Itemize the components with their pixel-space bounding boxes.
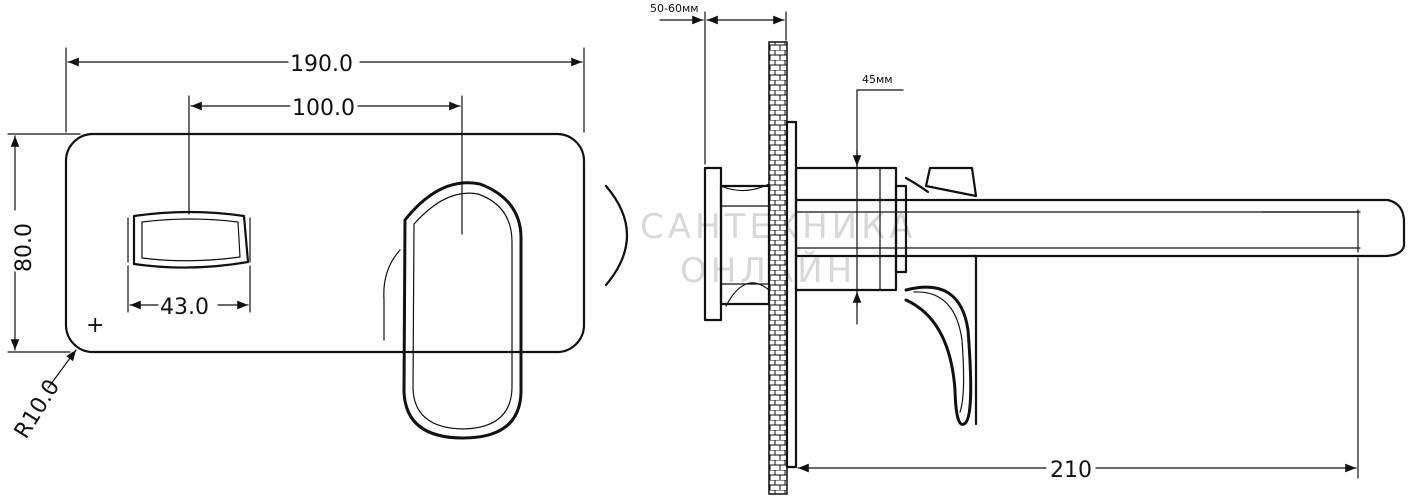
dim-height: 80.0 (7, 133, 81, 353)
dim-cartridge-width: 43.0 (127, 265, 251, 320)
lever-paddle-side (904, 254, 978, 426)
side-view: 50-60мм 45мм 210 (650, 2, 1406, 495)
dim-wall-depth: 50-60мм (650, 2, 787, 165)
dim-center-distance-label: 100.0 (292, 96, 355, 121)
dim-center-distance: 100.0 (188, 95, 463, 235)
cover-plate (64, 132, 586, 354)
dim-height-label: 80.0 (12, 223, 37, 272)
lever-side-arc (604, 184, 628, 287)
wall-section (768, 41, 788, 495)
lever-handle-front (383, 181, 523, 440)
center-mark: + (86, 313, 104, 338)
dim-body-height: 45мм (852, 73, 904, 325)
dim-overall-width: 190.0 (65, 47, 585, 133)
concealed-body (703, 166, 771, 322)
front-view: + 190.0 100.0 80.0 (7, 47, 628, 443)
dim-corner-radius-label: R10.0 (10, 375, 65, 443)
dim-cartridge-width-label: 43.0 (160, 295, 209, 320)
spout-body (794, 166, 908, 292)
cover-plate-profile (785, 120, 798, 469)
dim-overall-width-label: 190.0 (290, 52, 353, 77)
dim-spout-length: 210 (797, 257, 1359, 483)
cartridge-window (127, 210, 251, 269)
spout (794, 198, 1406, 258)
dim-spout-length-label: 210 (1050, 458, 1092, 483)
dim-wall-depth-label: 50-60мм (650, 2, 699, 15)
lever-top (904, 166, 978, 198)
dim-body-height-label: 45мм (862, 73, 893, 86)
dim-corner-radius: R10.0 (10, 349, 77, 443)
